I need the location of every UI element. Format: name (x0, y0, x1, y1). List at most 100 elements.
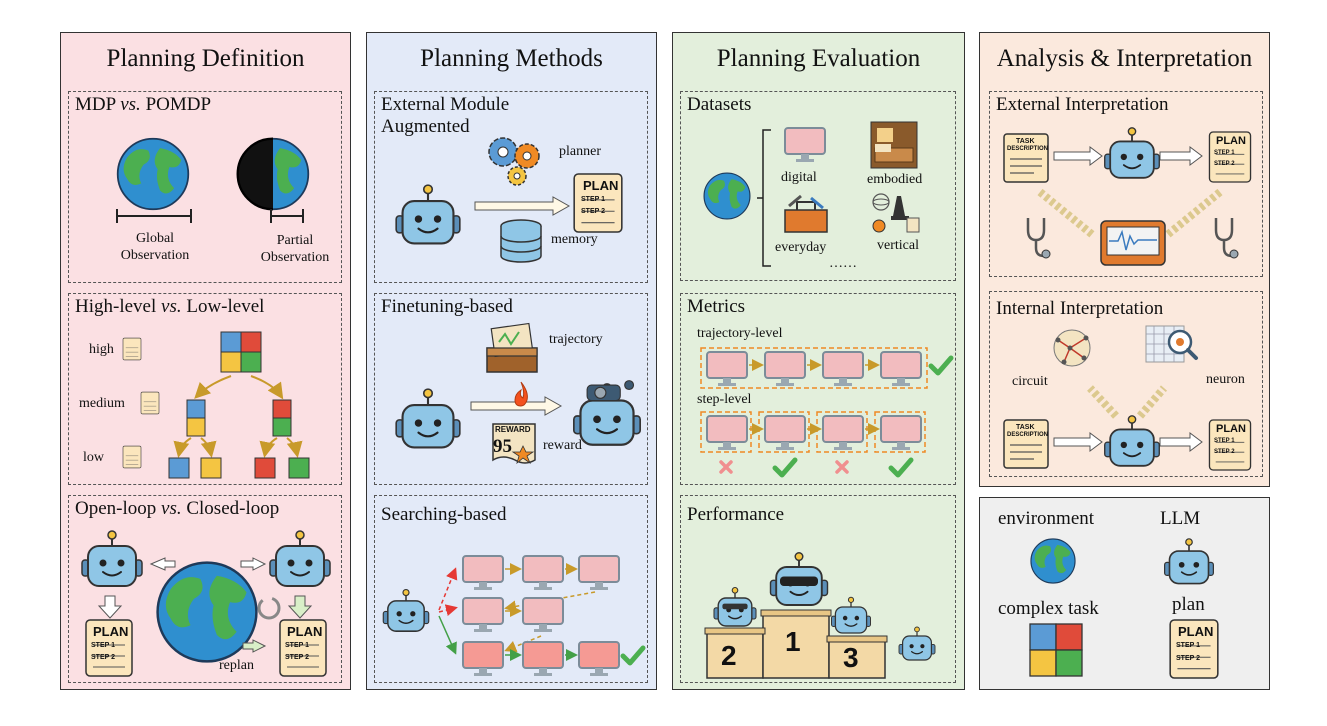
legend-puzzle-icon (1029, 623, 1083, 677)
search-robot-icon (382, 588, 430, 632)
first-place-number: 1 (785, 626, 801, 657)
task-card-line2: DESCRIPTION (1007, 146, 1049, 152)
analysis-plan-step1: STEP 1 (1214, 150, 1235, 156)
trajectory-level-chain (700, 347, 953, 389)
legend-panel: environment LLM complex task plan PLAN S… (979, 497, 1270, 690)
partial-earth-icon (236, 137, 310, 211)
levels-section-title: High-level vs. Low-level (75, 296, 265, 317)
external-interpretation-title: External Interpretation (996, 94, 1169, 115)
searching-title: Searching-based (381, 504, 507, 525)
trajectory-level-label: trajectory-level (697, 326, 783, 341)
plan-icon-medium (140, 391, 160, 415)
analysis-plan-step2: STEP 2 (1214, 161, 1235, 167)
open-plan-step2: STEP 2 (91, 654, 115, 661)
plan-icon-high (122, 337, 142, 361)
external-plan-step2: STEP 2 (581, 208, 605, 215)
database-icon (500, 219, 542, 263)
plan-icon-low (122, 445, 142, 469)
closed-plan-step2: STEP 2 (285, 654, 309, 661)
internal-arrows (1053, 385, 1203, 452)
performance-title: Performance (687, 504, 785, 525)
flame-icon (514, 381, 528, 407)
panel-analysis-interpretation: Analysis & Interpretation External Inter… (979, 32, 1270, 487)
legend-environment-label: environment (998, 508, 1095, 529)
external-robot-icon (1103, 126, 1161, 179)
internal-plan-step1: STEP 1 (1214, 438, 1235, 444)
gears-icon (488, 137, 540, 186)
open-loop-arrows (97, 557, 313, 653)
vertical-label: vertical (877, 238, 919, 253)
digital-monitor-icon (784, 127, 826, 163)
embodied-label: embodied (867, 172, 923, 187)
podium-robots (704, 551, 936, 679)
embodied-room-icon (870, 121, 918, 169)
digital-label: digital (781, 170, 817, 185)
open-plan-title: PLAN (93, 624, 129, 639)
global-range-marker (116, 209, 192, 223)
finetuning-title: Finetuning-based (381, 296, 513, 317)
everyday-toolbox-icon (784, 194, 828, 233)
low-label: low (83, 450, 104, 465)
datasets-title: Datasets (687, 94, 752, 115)
internal-plan-step2: STEP 2 (1214, 449, 1235, 455)
legend-llm-label: LLM (1160, 508, 1201, 529)
datasets-section: Datasets digital embodied everyday verti… (680, 91, 956, 281)
loop-section-title: Open-loop vs. Closed-loop (75, 498, 280, 519)
task-card-internal-line1: TASK (1016, 424, 1035, 431)
step-level-chain (700, 411, 926, 482)
planner-label: planner (559, 144, 601, 159)
legend-plan-title: PLAN (1178, 624, 1214, 639)
closed-plan-step1: STEP 1 (285, 642, 309, 649)
reward-badge-text: REWARD (495, 425, 531, 434)
open-plan-step1: STEP 1 (91, 642, 115, 649)
puzzle-decomposition-tree (168, 331, 310, 479)
closed-plan-title: PLAN (287, 624, 323, 639)
finetuning-section: Finetuning-based trajectory REWARD 95 re… (374, 293, 648, 485)
stethoscope-right-icon (1214, 218, 1239, 259)
search-tree (438, 555, 645, 676)
internal-plan-title: PLAN (1216, 423, 1246, 435)
third-place-number: 3 (843, 642, 859, 673)
everyday-label: everyday (775, 240, 827, 255)
to-plan-arrow (474, 196, 571, 216)
medium-label: medium (79, 396, 125, 411)
circuit-icon (1053, 329, 1091, 367)
mdp-section-title: MDP vs. POMDP (75, 94, 212, 115)
replan-label: replan (219, 658, 254, 673)
reward-label: reward (543, 438, 582, 453)
panel-planning-definition: Planning Definition MDP vs. POMDP Global… (60, 32, 351, 690)
external-interpretation-section: External Interpretation TASK DESCRIPTION… (989, 91, 1263, 277)
high-vs-low-level-section: High-level vs. Low-level high medium low (68, 293, 342, 485)
performance-section: Performance 2 1 3 (680, 495, 956, 683)
searching-section: Searching-based (374, 495, 648, 683)
legend-complex-task-label: complex task (998, 598, 1099, 619)
panel-title: Planning Evaluation (716, 45, 921, 72)
monitor-oscilloscope-icon (1100, 220, 1166, 266)
panel-title: Analysis & Interpretation (996, 45, 1253, 72)
finetuned-robot-icon (572, 380, 642, 446)
more-datasets-ellipsis: …… (829, 256, 857, 271)
panel-title: Planning Definition (106, 45, 305, 72)
datasets-earth-icon (703, 172, 751, 220)
legend-plan-label: plan (1172, 594, 1205, 615)
reward-score: 95 (493, 436, 512, 457)
panel-planning-evaluation: Planning Evaluation Datasets digital emb… (672, 32, 965, 690)
partial-range-marker (270, 209, 304, 223)
external-plan-step1: STEP 1 (581, 196, 605, 203)
external-plan-title: PLAN (583, 178, 619, 193)
datasets-brace (757, 129, 771, 267)
legend-plan-step1: STEP 1 (1176, 642, 1200, 649)
legend-robot-icon (1163, 538, 1215, 585)
trajectory-label: trajectory (549, 332, 603, 347)
internal-interpretation-title: Internal Interpretation (996, 298, 1164, 319)
internal-robot-icon (1103, 414, 1161, 467)
legend-plan-step2: STEP 2 (1176, 655, 1200, 662)
base-robot-icon (395, 388, 461, 449)
metrics-section: Metrics trajectory-level step-level (680, 293, 956, 485)
trajectory-chest-icon (486, 322, 538, 373)
open-vs-closed-loop-section: Open-loop vs. Closed-loop PLAN PLAN STEP… (68, 495, 342, 683)
